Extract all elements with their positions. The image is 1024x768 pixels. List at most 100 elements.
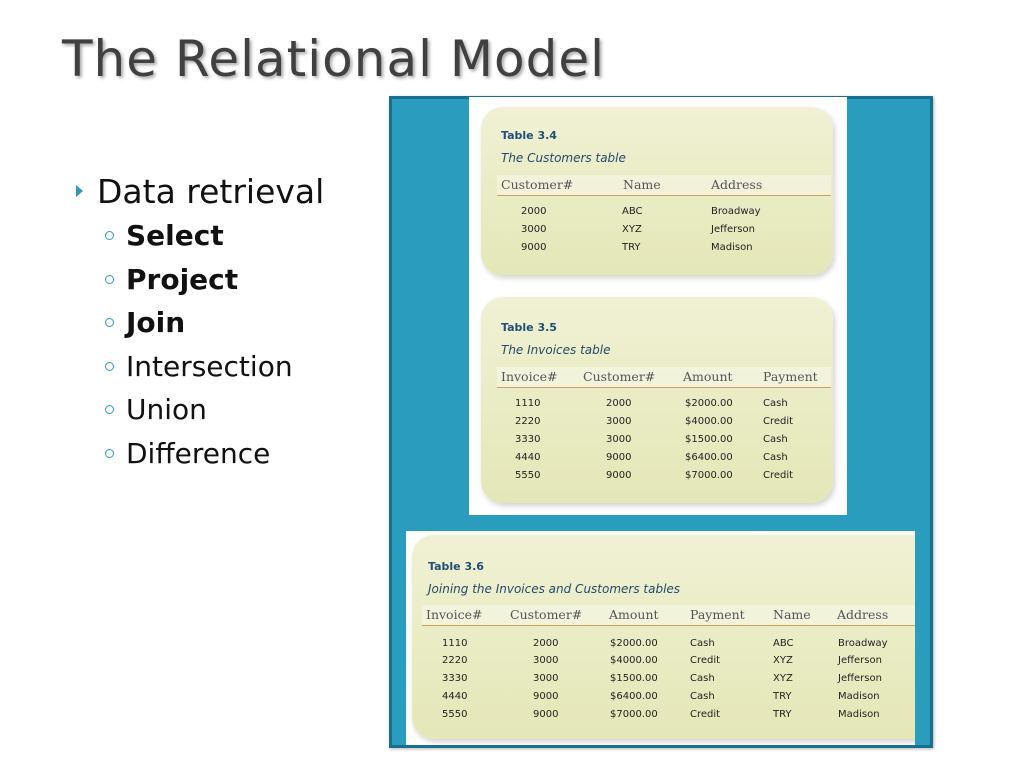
- table-cell: ABC: [622, 206, 643, 217]
- column-header: Address: [837, 607, 889, 622]
- customers-table-card: Table 3.4 The Customers table Customer# …: [469, 97, 847, 289]
- column-header: Invoice#: [426, 607, 483, 622]
- bullet-list: Data retrieval Select Project Join Inter…: [76, 168, 376, 475]
- column-header: Amount: [683, 369, 733, 384]
- table-cell: $7000.00: [685, 470, 733, 481]
- table-cell: Cash: [690, 673, 715, 684]
- sub-bullet-difference: Difference: [76, 432, 376, 476]
- table-cell: 4440: [515, 452, 541, 463]
- table-cell: Credit: [763, 416, 794, 427]
- table-cell: Cash: [690, 691, 715, 702]
- column-header: Invoice#: [501, 369, 558, 384]
- table-cell: 2000: [606, 398, 632, 409]
- table-cell: 9000: [606, 452, 632, 463]
- table-cell: XYZ: [773, 655, 793, 666]
- table-cell: 3000: [521, 224, 547, 235]
- table-cell: ABC: [773, 638, 794, 649]
- circle-bullet-icon: [105, 231, 114, 241]
- table-cell: XYZ: [622, 224, 642, 235]
- table-cell: Broadway: [711, 206, 761, 217]
- circle-bullet-icon: [105, 405, 114, 415]
- circle-bullet-icon: [105, 361, 114, 371]
- table-cell: 3000: [533, 673, 559, 684]
- table-cell: Credit: [690, 655, 721, 666]
- sub-bullet-select: Select: [76, 214, 376, 258]
- sub-bullet-label: Difference: [126, 436, 271, 470]
- table-cell: $4000.00: [610, 655, 658, 666]
- table-cell: 3000: [606, 434, 632, 445]
- sub-bullet-union: Union: [76, 388, 376, 432]
- table-cell: Madison: [838, 691, 880, 702]
- table-header: Customer# Name Address: [497, 175, 831, 196]
- circle-bullet-icon: [105, 318, 114, 328]
- table-cell: 3000: [606, 416, 632, 427]
- triangle-bullet-icon: [76, 185, 83, 197]
- sub-bullet-label: Union: [126, 393, 207, 427]
- table-cell: $6400.00: [610, 691, 658, 702]
- table-cell: 2220: [515, 416, 541, 427]
- table-number: Table 3.5: [501, 321, 557, 334]
- table-cell: Broadway: [838, 638, 888, 649]
- table-caption: Joining the Invoices and Customers table…: [428, 582, 681, 596]
- table-cell: 1110: [515, 398, 541, 409]
- sub-bullet-project: Project: [76, 258, 376, 302]
- column-header: Payment: [763, 369, 818, 384]
- table-cell: Cash: [763, 452, 788, 463]
- table-cell: 9000: [521, 242, 547, 253]
- column-header: Amount: [609, 607, 659, 622]
- table-caption: The Customers table: [501, 151, 626, 165]
- table-cell: Cash: [763, 434, 788, 445]
- table-cell: 2000: [521, 206, 547, 217]
- table-cell: Jefferson: [711, 224, 755, 235]
- sub-bullet-label: Project: [126, 262, 239, 296]
- table-cell: TRY: [773, 709, 792, 720]
- table-cell: 9000: [533, 709, 559, 720]
- table-cell: 2000: [533, 638, 559, 649]
- bullet-label: Data retrieval: [97, 171, 325, 211]
- table-cell: Jefferson: [838, 673, 882, 684]
- table-cell: Madison: [711, 242, 753, 253]
- slide-title: The Relational Model: [62, 30, 605, 88]
- table-cell: 2220: [442, 655, 468, 666]
- table-cell: $1500.00: [610, 673, 658, 684]
- table-cell: 5550: [515, 470, 541, 481]
- table-number: Table 3.4: [501, 129, 557, 142]
- table-cell: TRY: [773, 691, 792, 702]
- table-cell: 4440: [442, 691, 468, 702]
- sub-bullet-join: Join: [76, 301, 376, 345]
- sub-bullet-label: Intersection: [126, 349, 293, 383]
- table-cell: $4000.00: [685, 416, 733, 427]
- table-cell: Credit: [690, 709, 721, 720]
- table-cell: $2000.00: [610, 638, 658, 649]
- table-header: Invoice# Customer# Amount Payment: [497, 367, 831, 388]
- sub-bullet-label: Select: [126, 219, 224, 253]
- table-header: Invoice# Customer# Amount Payment Name A…: [422, 605, 915, 626]
- table-cell: Credit: [763, 470, 794, 481]
- table-cell: 3330: [515, 434, 541, 445]
- table-cell: XYZ: [773, 673, 793, 684]
- table-cell: Cash: [690, 638, 715, 649]
- table-caption: The Invoices table: [501, 343, 611, 357]
- table-cell: 9000: [533, 691, 559, 702]
- joined-table-card: Table 3.6 Joining the Invoices and Custo…: [406, 531, 915, 745]
- sub-bullet-intersection: Intersection: [76, 345, 376, 389]
- invoices-table-card: Table 3.5 The Invoices table Invoice# Cu…: [469, 289, 847, 515]
- table-cell: $7000.00: [610, 709, 658, 720]
- table-cell: 5550: [442, 709, 468, 720]
- sub-bullet-label: Join: [126, 306, 186, 340]
- column-header: Name: [623, 177, 661, 192]
- column-header: Customer#: [583, 369, 656, 384]
- column-header: Name: [773, 607, 811, 622]
- table-cell: Cash: [763, 398, 788, 409]
- table-cell: $2000.00: [685, 398, 733, 409]
- circle-bullet-icon: [105, 448, 114, 458]
- table-cell: 9000: [606, 470, 632, 481]
- table-cell: TRY: [622, 242, 641, 253]
- table-cell: 1110: [442, 638, 468, 649]
- table-cell: $1500.00: [685, 434, 733, 445]
- column-header: Customer#: [501, 177, 574, 192]
- table-cell: Madison: [838, 709, 880, 720]
- column-header: Customer#: [510, 607, 583, 622]
- bullet-data-retrieval: Data retrieval: [76, 168, 376, 214]
- column-header: Payment: [690, 607, 745, 622]
